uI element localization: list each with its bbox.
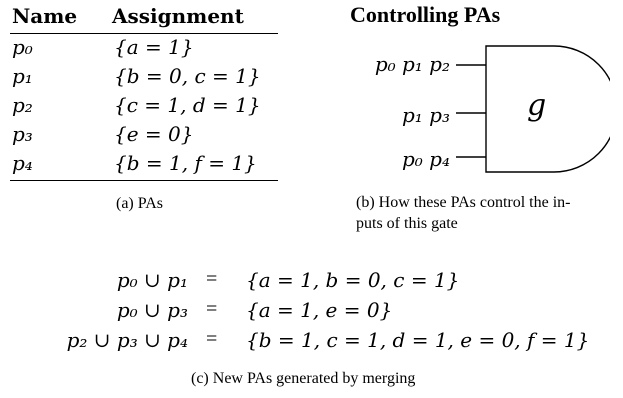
table-row: p₁ {b = 0, c = 1} — [12, 64, 278, 92]
and-gate-body — [485, 45, 610, 173]
pa-name: p₄ — [12, 151, 33, 175]
merge-lhs: p₀ ∪ p₁ — [116, 268, 188, 292]
merge-lhs: p₀ ∪ p₃ — [116, 298, 188, 322]
and-gate-diagram — [456, 45, 610, 173]
pa-name: p₃ — [12, 122, 33, 146]
merge-rhs: {a = 1, e = 0} — [246, 298, 393, 322]
pa-name: p₂ — [12, 93, 33, 117]
table-caption: (a) PAs — [116, 195, 163, 212]
merge-rhs: {b = 1, c = 1, d = 1, e = 0, f = 1} — [246, 328, 590, 352]
table-row: p₀ {a = 1} — [12, 35, 278, 63]
table-row: p₄ {b = 1, f = 1} — [12, 151, 278, 179]
merge-lhs: p₂ ∪ p₃ ∪ p₄ — [66, 328, 188, 352]
table-row: p₂ {c = 1, d = 1} — [12, 93, 278, 121]
table-header-assignment: Assignment — [112, 4, 244, 28]
gate-input-label: p₀ p₁ p₂ — [374, 52, 450, 76]
merge-rhs: {a = 1, b = 0, c = 1} — [246, 268, 460, 292]
gate-symbol: g — [527, 88, 547, 123]
gate-caption-line1: (b) How these PAs control the in- — [356, 194, 571, 211]
gate-caption-line2: puts of this gate — [356, 215, 458, 232]
gate-input-label: p₁ p₃ — [402, 103, 450, 127]
pa-assignment: {b = 0, c = 1} — [114, 64, 261, 88]
pa-assignment: {b = 1, f = 1} — [114, 151, 257, 175]
table-bottom-rule — [10, 180, 278, 181]
gate-title: Controlling PAs — [350, 2, 501, 27]
pa-name: p₁ — [12, 64, 33, 88]
merge-caption: (c) New PAs generated by merging — [191, 370, 416, 387]
table-header-name: Name — [12, 4, 78, 28]
gate-input-label: p₀ p₄ — [402, 147, 450, 171]
table-row: p₃ {e = 0} — [12, 122, 278, 150]
merge-equals: = — [206, 298, 218, 320]
table-header-rule — [10, 33, 278, 34]
pa-assignment: {a = 1} — [114, 35, 194, 59]
pa-assignment: {e = 0} — [114, 122, 194, 146]
merge-equals: = — [206, 268, 218, 290]
merge-equals: = — [206, 328, 218, 350]
pa-assignment: {c = 1, d = 1} — [114, 93, 261, 117]
pa-name: p₀ — [12, 35, 33, 59]
